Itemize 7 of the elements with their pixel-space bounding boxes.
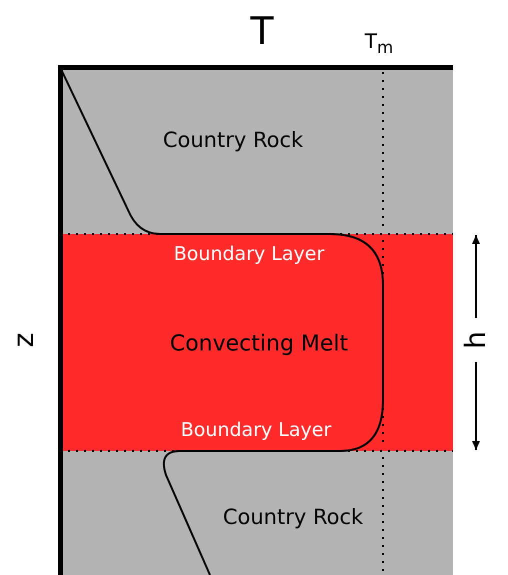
region-label: Country Rock — [222, 505, 364, 529]
layer-band — [58, 451, 453, 575]
region-label: Country Rock — [162, 128, 304, 152]
layer-label: Boundary Layer — [180, 419, 332, 441]
layer-label: Boundary Layer — [174, 243, 324, 265]
layer-band — [58, 65, 453, 234]
region-label: Convecting Melt — [170, 332, 348, 356]
